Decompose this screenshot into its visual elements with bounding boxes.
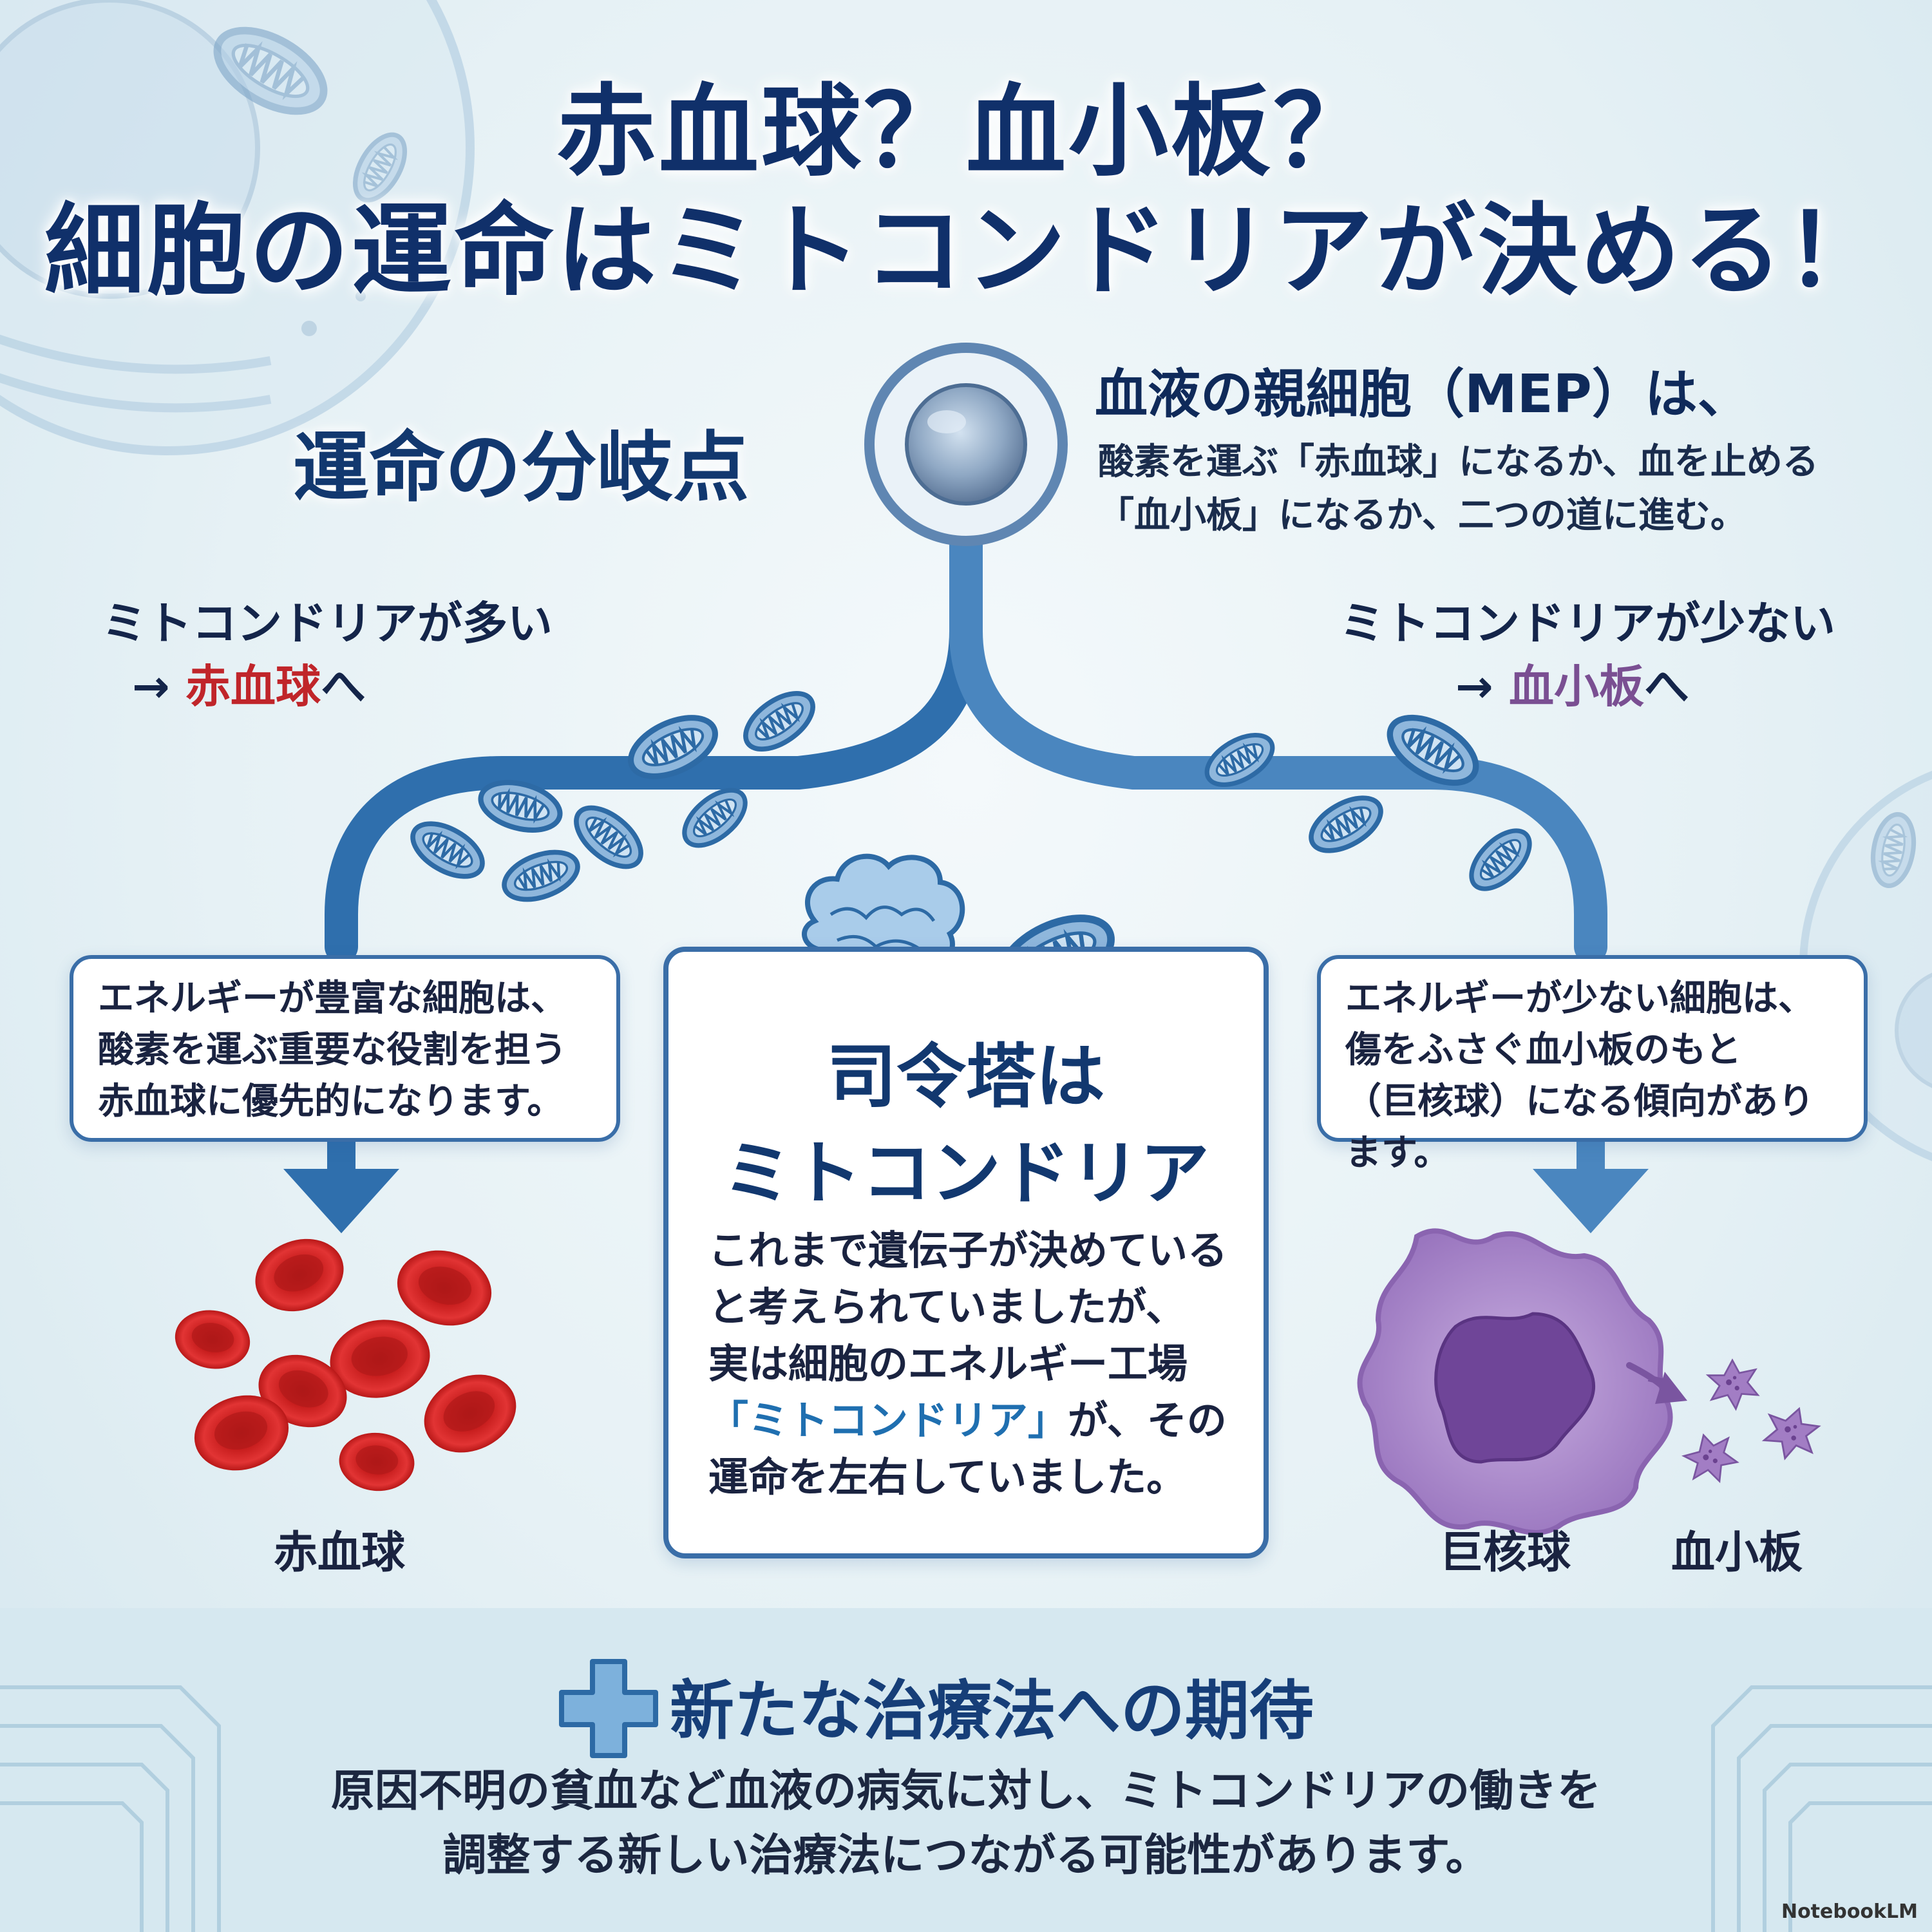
mep-desc-line-1: 酸素を運ぶ「赤血球」になるか、血を止める xyxy=(1098,441,1819,483)
center-body-line-4: 「ミトコンドリア」が、その xyxy=(708,1392,1262,1449)
suffix-text: へ xyxy=(1644,660,1690,713)
down-arrow-left-icon xyxy=(283,1133,399,1233)
title-line-2: 細胞の運命はミトコンドリアが決める！ xyxy=(44,193,1888,309)
center-title-line-2: ミトコンドリア xyxy=(722,1133,1209,1214)
highlight-text: 「ミトコンドリア」 xyxy=(708,1397,1068,1444)
branch-heading: 運命の分岐点 xyxy=(293,423,750,512)
right-info-card: エネルギーが少ない細胞は、 傷をふさぐ血小板のもと （巨核球）になる傾向がありま… xyxy=(1317,955,1868,1174)
center-card-title: 司令塔は ミトコンドリア xyxy=(668,1029,1264,1222)
credit-label: NotebookLM xyxy=(1781,1900,1918,1923)
arrow-text: → xyxy=(1455,660,1510,713)
center-card-body: これまで遺伝子が決めている と考えられていましたが、 実は細胞のエネルギー工場 … xyxy=(708,1222,1262,1506)
rbc-caption: 赤血球 xyxy=(274,1528,406,1578)
right-card-line-3: （巨核球）になる傾向があります。 xyxy=(1345,1081,1814,1174)
left-card-line-1: エネルギーが豊富な細胞は、 xyxy=(98,978,567,1019)
mitochondria-left-icon xyxy=(404,682,822,908)
center-body-line-5: 運命を左右していました。 xyxy=(708,1454,1187,1501)
mitochondria-right-icon xyxy=(1198,705,1540,899)
right-path-label: ミトコンドリアが少ない xyxy=(1340,597,1835,650)
platelet-caption: 血小板 xyxy=(1671,1528,1803,1578)
left-card-line-3: 赤血球に優先的になります。 xyxy=(98,1081,564,1122)
center-title-line-1: 司令塔は xyxy=(826,1037,1105,1117)
mep-title: 血液の親細胞（MEP）は、 xyxy=(1095,364,1750,425)
background-cell-icon xyxy=(0,0,475,455)
red-target-text: 赤血球 xyxy=(185,660,321,713)
right-card-line-2: 傷をふさぐ血小板のもと xyxy=(1345,1029,1741,1071)
platelets-icon xyxy=(1679,1359,1826,1490)
bottom-text-line-1: 原因不明の貧血など血液の病気に対し、ミトコンドリアの働きを xyxy=(330,1766,1601,1817)
megakaryocyte-icon xyxy=(1357,1228,1687,1535)
right-card-line-1: エネルギーが少ない細胞は、 xyxy=(1345,978,1814,1019)
red-blood-cells-icon xyxy=(170,1227,529,1494)
left-info-card: エネルギーが豊富な細胞は、 酸素を運ぶ重要な役割を担う 赤血球に優先的になります… xyxy=(70,955,620,1142)
mep-cell-icon xyxy=(864,343,1068,546)
purple-target-text: 血小板 xyxy=(1509,660,1645,713)
body-rest-text: が、その xyxy=(1068,1397,1227,1444)
center-body-line-2: と考えられていましたが、 xyxy=(708,1283,1186,1331)
suffix-text: へ xyxy=(321,660,366,713)
center-body-line-3: 実は細胞のエネルギー工場 xyxy=(708,1340,1188,1387)
center-body-line-1: これまで遺伝子が決めている xyxy=(708,1227,1228,1274)
arrow-text: → xyxy=(132,660,186,713)
bottom-band xyxy=(0,1608,1932,1932)
mep-desc-line-2: 「血小板」になるか、二つの道に進む。 xyxy=(1098,495,1747,536)
center-info-card: 司令塔は ミトコンドリア これまで遺伝子が決めている と考えられていましたが、 … xyxy=(663,947,1269,1558)
left-path-target: → 赤血球へ xyxy=(132,650,366,715)
bottom-heading: 新たな治療法への期待 xyxy=(670,1673,1314,1748)
left-card-line-2: 酸素を運ぶ重要な役割を担う xyxy=(98,1029,567,1071)
megakaryocyte-caption: 巨核球 xyxy=(1439,1528,1571,1578)
left-path-label: ミトコンドリアが多い xyxy=(102,597,553,650)
bottom-text-line-2: 調整する新しい治療法につながる可能性があります。 xyxy=(442,1830,1490,1881)
right-path-target: → 血小板へ xyxy=(1455,650,1689,715)
title-line-1: 赤血球？血小板？ xyxy=(556,73,1376,190)
